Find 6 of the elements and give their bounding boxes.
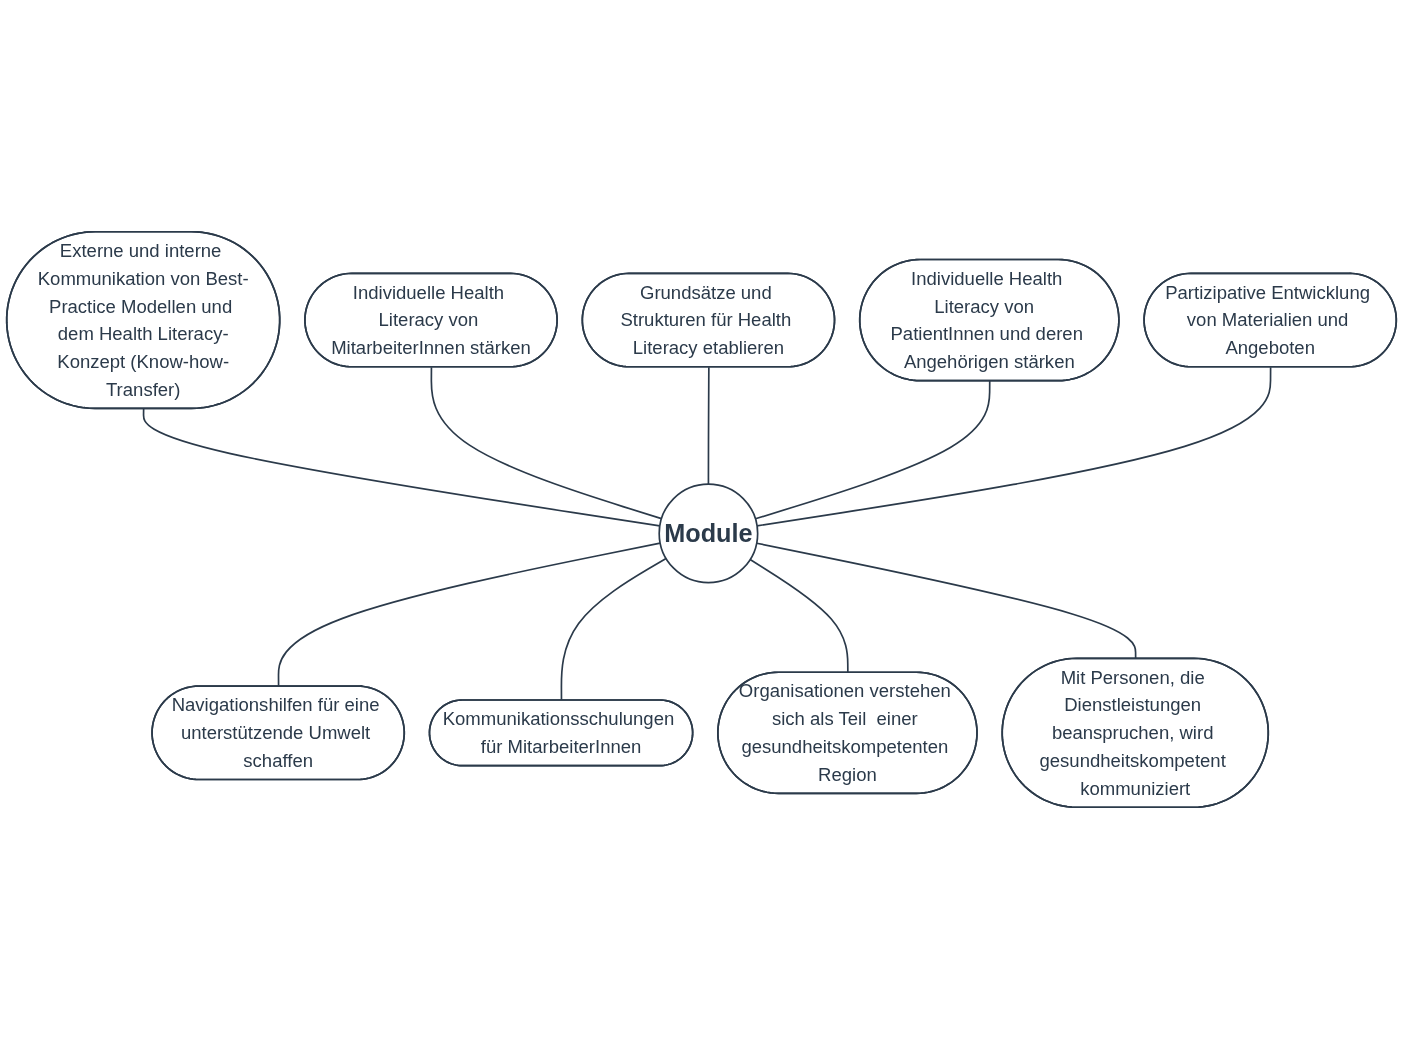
connector (749, 558, 849, 674)
connector (707, 366, 710, 485)
node-circle: Module (658, 483, 759, 584)
connector (754, 380, 991, 520)
connector (756, 366, 1272, 527)
connector (277, 542, 661, 688)
